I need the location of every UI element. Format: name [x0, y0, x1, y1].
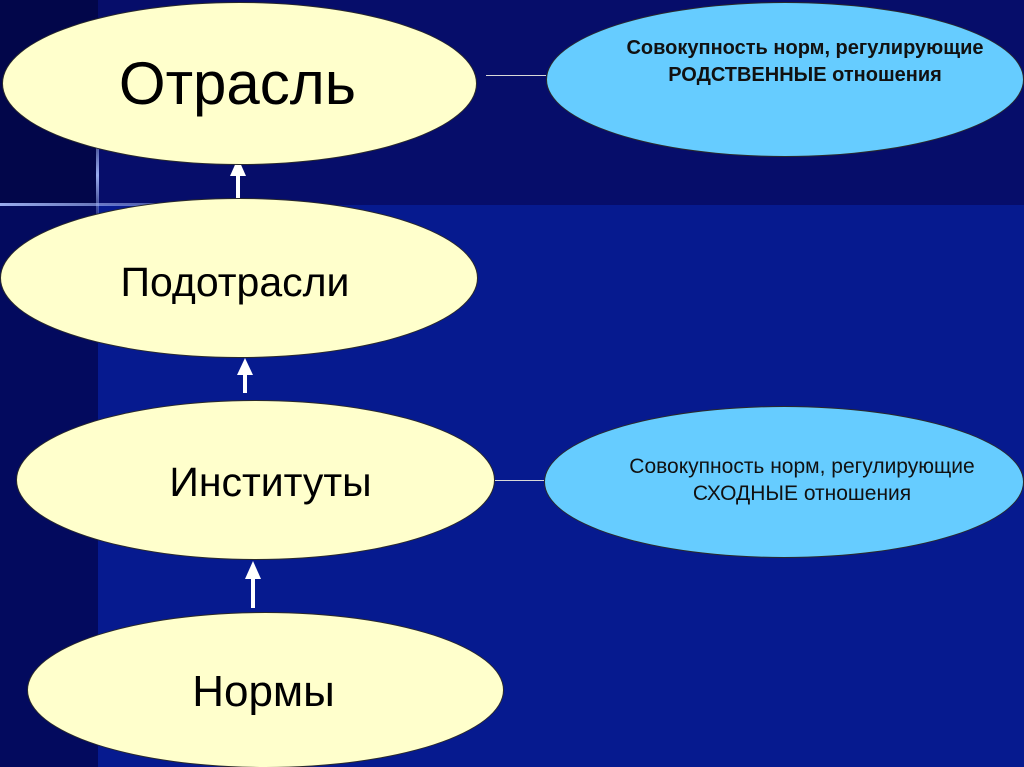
description-instituty-line-2: СХОДНЫЕ отношения	[692, 482, 912, 505]
connector-otrasl-description	[486, 75, 546, 76]
description-otrasl: Совокупность норм, регулирующие РОДСТВЕН…	[546, 2, 1024, 157]
arrow-instituty-to-podotrasli	[237, 358, 253, 393]
node-podotrasli: Подотрасли	[0, 198, 478, 358]
description-instituty: Совокупность норм, регулирующие СХОДНЫЕ …	[544, 406, 1024, 558]
description-otrasl-line-1: Совокупность норм, регулирующие	[626, 36, 984, 59]
arrow-normy-to-instituty	[245, 561, 261, 608]
node-instituty-label: Институты	[169, 458, 372, 505]
node-podotrasli-label: Подотрасли	[120, 258, 350, 305]
description-instituty-line-1: Совокупность норм, регулирующие	[629, 455, 975, 478]
node-normy-label: Нормы	[192, 667, 335, 716]
node-otrasl-label: Отрасль	[118, 50, 357, 117]
node-instituty: Институты	[16, 400, 495, 560]
node-otrasl: Отрасль	[2, 2, 477, 165]
connector-instituty-description	[495, 480, 544, 481]
description-otrasl-line-2: РОДСТВЕННЫЕ отношения	[668, 63, 942, 86]
node-normy: Нормы	[27, 612, 504, 767]
decorative-glow-line-vertical	[96, 120, 99, 230]
